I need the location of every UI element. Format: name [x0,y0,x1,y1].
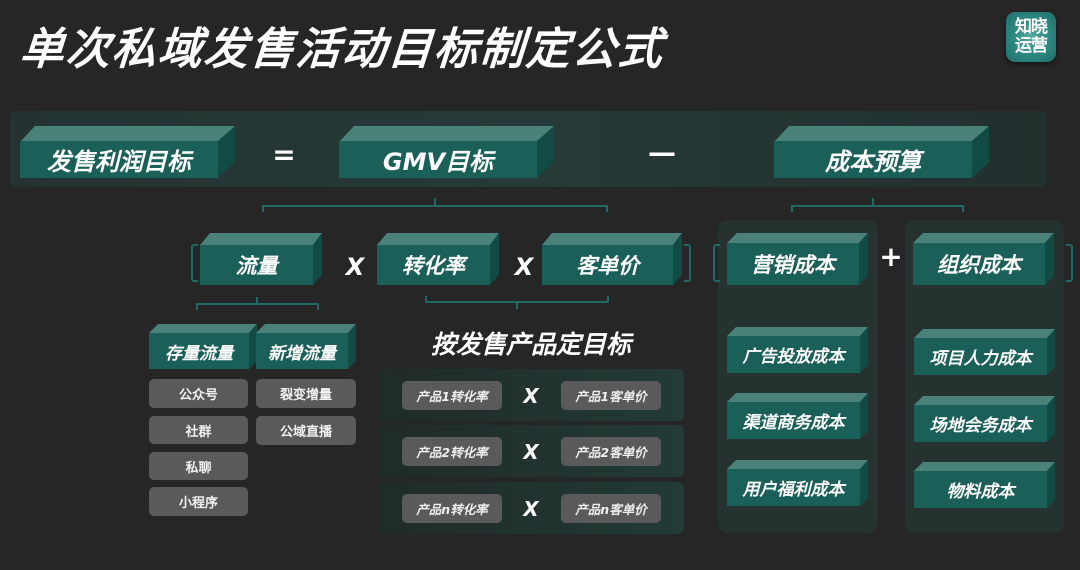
organization-cost-item: 物料成本 [914,462,1055,508]
profit-target-box: 发售利润目标 [20,126,235,178]
right-square-bracket [684,244,691,282]
marketing-cost-box: 营销成本 [727,233,868,285]
channel-cost-label: 渠道商务成本 [727,402,860,439]
minus-sign: — [648,136,676,169]
page-title: 单次私域发售活动目标制定公式 [18,24,666,75]
new-traffic-label: 新增流量 [256,333,348,369]
product-row-n: 产品n转化率 X 产品n客单价 [378,482,684,534]
product-n-aov: 产品n客单价 [561,494,661,523]
times-sign: X [523,383,539,408]
marketing-cost-item: 用户福利成本 [727,460,868,506]
brand-logo-icon: 知晓 运营 [1006,12,1056,62]
traffic-item-community: 社群 [149,416,248,444]
product-2-aov: 产品2客单价 [561,437,661,466]
new-traffic-box: 新增流量 [256,324,356,369]
logo-line-2: 运营 [1015,36,1048,56]
organization-cost-label: 组织成本 [913,243,1045,285]
plus-sign: + [879,240,903,273]
traffic-box: 流量 [200,233,322,285]
cost-bracket [791,205,964,212]
traffic-item-official-account: 公众号 [149,379,248,408]
times-sign: X [523,439,539,464]
products-heading: 按发售产品定目标 [430,330,631,359]
left-square-bracket [191,244,198,282]
materials-cost-label: 物料成本 [914,471,1047,508]
traffic-item-private-chat: 私聊 [149,452,248,480]
product-n-conversion: 产品n转化率 [402,494,502,523]
traffic-bracket [196,303,319,310]
gmv-bracket [262,205,608,212]
conversion-label: 转化率 [377,245,490,285]
traffic-item-public-live: 公域直播 [256,416,356,445]
cost-bracket-tick [872,198,874,206]
profit-target-label: 发售利润目标 [20,141,218,178]
venue-cost-label: 场地会务成本 [914,405,1047,442]
ad-cost-label: 广告投放成本 [727,336,860,373]
aov-label: 客单价 [542,245,673,285]
organization-cost-item: 场地会务成本 [914,396,1055,442]
traffic-item-fission-growth: 裂变增量 [256,379,356,408]
product-1-aov: 产品1客单价 [561,381,661,410]
product-row-2: 产品2转化率 X 产品2客单价 [378,425,684,477]
gmv-target-box: GMV目标 [339,126,554,178]
staff-cost-label: 项目人力成本 [914,338,1047,375]
traffic-label: 流量 [200,245,313,285]
times-sign-2: X [514,253,534,281]
gmv-bracket-tick [434,198,436,206]
times-sign: X [523,496,539,521]
cost-left-square-bracket [713,244,720,282]
cost-budget-label: 成本预算 [774,141,972,178]
traffic-bracket-tick [256,297,258,304]
conversion-box: 转化率 [377,233,499,285]
existing-traffic-label: 存量流量 [149,333,249,369]
organization-cost-box: 组织成本 [913,233,1054,285]
product-2-conversion: 产品2转化率 [402,437,502,466]
user-benefit-cost-label: 用户福利成本 [727,469,860,506]
marketing-cost-label: 营销成本 [727,243,859,285]
existing-traffic-box: 存量流量 [149,324,257,369]
organization-cost-item: 项目人力成本 [914,329,1055,375]
marketing-cost-item: 渠道商务成本 [727,393,868,439]
times-sign-1: X [345,253,365,281]
marketing-cost-item: 广告投放成本 [727,327,868,373]
aov-box: 客单价 [542,233,682,285]
cost-budget-box: 成本预算 [774,126,989,178]
conversion-aov-bracket-tick [516,302,518,309]
product-1-conversion: 产品1转化率 [402,381,502,410]
product-row-1: 产品1转化率 X 产品1客单价 [378,369,684,421]
traffic-item-mini-program: 小程序 [149,487,248,516]
cost-right-square-bracket [1066,244,1073,282]
logo-line-1: 知晓 [1015,17,1048,37]
equals-sign: = [272,138,296,171]
gmv-target-label: GMV目标 [339,141,537,178]
